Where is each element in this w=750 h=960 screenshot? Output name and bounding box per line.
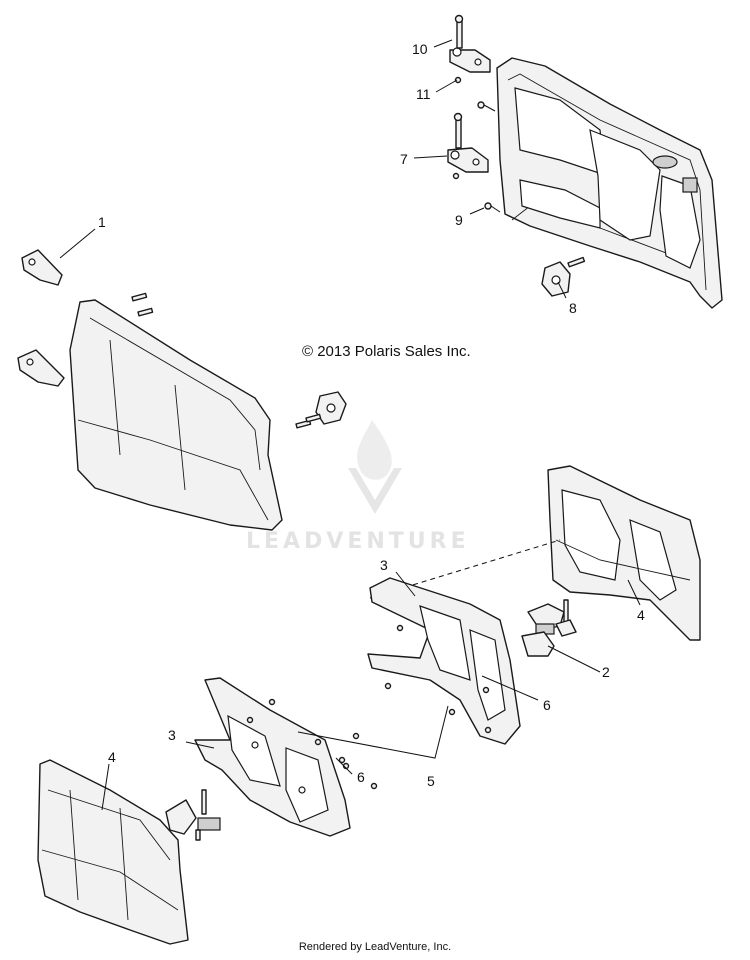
striker-plate-upper	[541, 256, 586, 297]
leader-lines	[59, 39, 641, 811]
small-bolts-upper	[452, 76, 501, 213]
door-frame-right	[367, 577, 521, 745]
hinge-upper	[449, 14, 491, 73]
callout-10: 10	[412, 41, 428, 57]
callout-2: 2	[602, 664, 610, 680]
rendered-by-footer: Rendered by LeadVenture, Inc.	[298, 941, 452, 953]
callout-11: 11	[416, 86, 431, 102]
callout-6-right: 6	[543, 697, 551, 713]
callout-3-upper: 3	[380, 557, 388, 573]
screws-left-top	[131, 292, 154, 317]
latch-assembly-lower	[165, 789, 221, 841]
hinge-lower	[447, 112, 489, 173]
copyright-notice: © 2013 Polaris Sales Inc.	[302, 343, 471, 360]
door-outer-panel-upper	[69, 299, 283, 531]
callout-5: 5	[427, 773, 435, 789]
callout-labels: 1 2 3 3 4 4 5 6 6 7 8 9 10 11	[98, 41, 645, 789]
callout-4-right: 4	[637, 607, 645, 623]
callout-9: 9	[455, 212, 463, 228]
callout-1: 1	[98, 214, 106, 230]
callout-6-lower: 6	[357, 769, 365, 785]
callout-3-lower: 3	[168, 727, 176, 743]
leadventure-watermark: LEADVENTURE	[246, 420, 470, 554]
latch-assembly	[521, 599, 577, 657]
striker-plate-left	[295, 391, 347, 429]
screws-lower	[246, 698, 378, 790]
callout-8: 8	[569, 300, 577, 316]
door-outer-panel-lower	[37, 759, 189, 945]
door-inner-panel-exploded	[547, 465, 701, 641]
watermark-text: LEADVENTURE	[246, 529, 470, 554]
door-frame-lower	[194, 677, 351, 837]
callout-7: 7	[400, 151, 408, 167]
hinge-bracket-left	[17, 249, 65, 387]
fasteners-mid	[352, 624, 492, 740]
callout-4-lower: 4	[108, 749, 116, 765]
door-inner-panel-upper	[496, 57, 723, 309]
